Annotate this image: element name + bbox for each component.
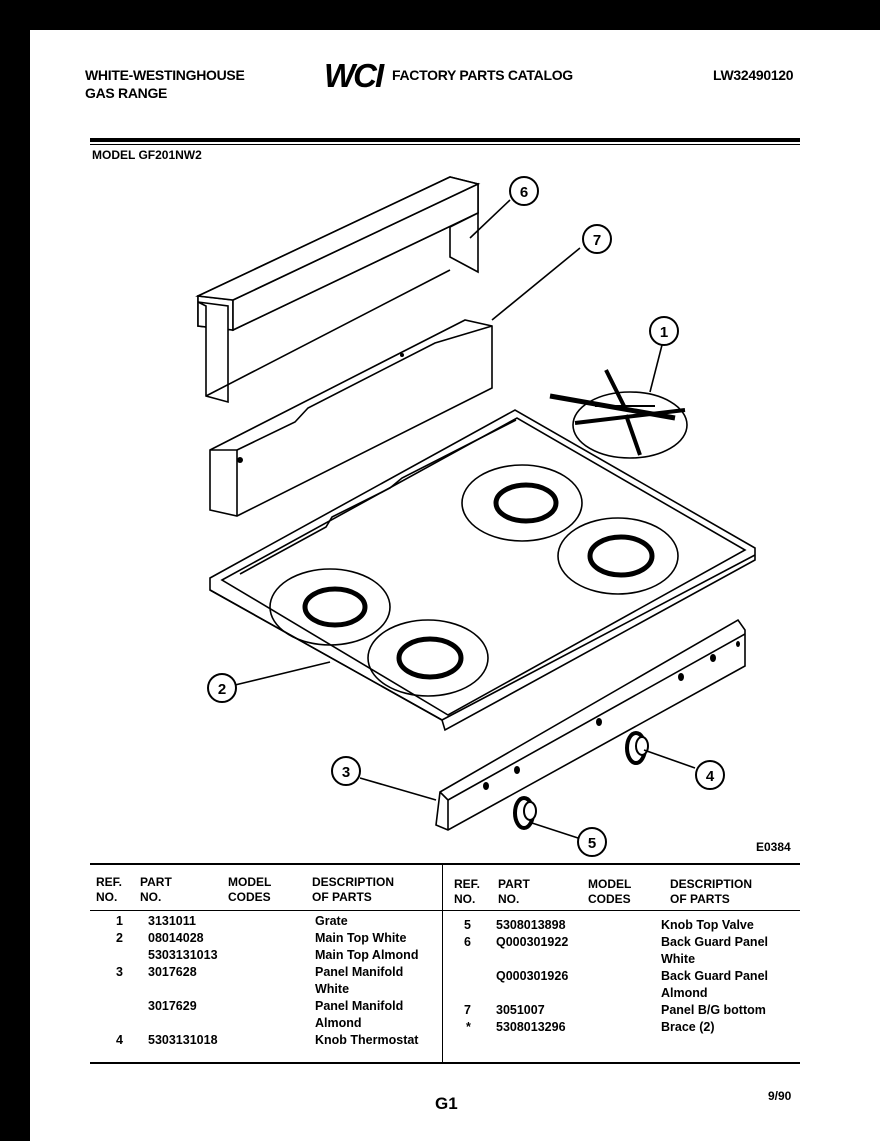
part-description: Panel Manifold	[315, 999, 404, 1013]
knob-top-valve	[513, 796, 537, 830]
page-code: G1	[435, 1094, 458, 1113]
wci-logo: WCI	[324, 58, 387, 92]
back-guard-panel	[195, 176, 481, 404]
callout-1: 1	[649, 316, 679, 346]
catalog-title: FACTORY PARTS CATALOG	[392, 67, 573, 83]
part-description: Almond	[661, 986, 708, 1000]
brand-name: WHITE-WESTINGHOUSE	[85, 67, 245, 83]
part-description: Knob Thermostat	[315, 1033, 419, 1047]
part-number: 5303131013	[148, 948, 218, 962]
exploded-parts-diagram: 1 2 3 4 5 6 7	[195, 176, 756, 857]
product-type: GAS RANGE	[85, 85, 168, 101]
callout-3: 3	[331, 756, 361, 786]
table-divider	[442, 865, 443, 1062]
svg-text:6: 6	[520, 184, 528, 201]
ref-number: 4	[116, 1033, 123, 1047]
part-description: Back Guard Panel	[661, 935, 768, 949]
part-number: Q000301922	[496, 935, 569, 949]
ref-number: 5	[464, 918, 471, 932]
part-number: 3051007	[496, 1003, 545, 1017]
table-bottom-rule	[90, 1062, 800, 1064]
callout-2: 2	[207, 673, 237, 703]
svg-text:WCI: WCI	[324, 58, 385, 92]
part-description: Panel Manifold	[315, 965, 404, 979]
model-label: MODEL GF201NW2	[92, 148, 202, 162]
callout-6: 6	[509, 176, 539, 206]
main-top	[209, 409, 756, 732]
part-number: 3017628	[148, 965, 197, 979]
catalog-number: LW32490120	[713, 67, 794, 83]
knob-thermostat	[625, 731, 649, 765]
ref-number: 7	[464, 1003, 471, 1017]
part-description: Almond	[315, 1016, 362, 1030]
svg-text:1: 1	[660, 324, 668, 341]
revision-date: 9/90	[768, 1089, 792, 1103]
header-rule	[90, 138, 800, 142]
callout-4: 4	[695, 760, 725, 790]
part-number: 5308013898	[496, 918, 566, 932]
table-header-rule	[90, 910, 800, 911]
ref-number: *	[466, 1020, 471, 1034]
part-description: Grate	[315, 914, 348, 928]
part-description: Brace (2)	[661, 1020, 715, 1034]
svg-text:5: 5	[588, 835, 596, 852]
svg-text:2: 2	[218, 681, 226, 698]
callout-7: 7	[582, 224, 612, 254]
ref-header-right: REF.NO.	[454, 877, 481, 906]
part-description: Main Top Almond	[315, 948, 419, 962]
ref-number: 3	[116, 965, 123, 979]
part-number: Q000301926	[496, 969, 569, 983]
part-description: Main Top White	[315, 931, 407, 945]
part-description: Panel B/G bottom	[661, 1003, 766, 1017]
part-number: 3017629	[148, 999, 197, 1013]
ref-header: REF.NO.	[96, 875, 123, 904]
panel-manifold	[435, 618, 746, 831]
svg-text:7: 7	[593, 232, 601, 249]
figure-code: E0384	[756, 840, 791, 854]
grate	[549, 369, 688, 459]
part-number: 5303131018	[148, 1033, 218, 1047]
callout-5: 5	[577, 827, 607, 857]
part-number: 3131011	[148, 914, 196, 928]
header-rule-thin	[90, 144, 800, 145]
svg-text:4: 4	[706, 768, 715, 785]
svg-text:3: 3	[342, 764, 350, 781]
part-description: White	[661, 952, 696, 966]
leader-lines	[234, 199, 696, 839]
part-description: Knob Top Valve	[661, 918, 754, 932]
part-number: 08014028	[148, 931, 204, 945]
table-row: 1	[116, 914, 123, 928]
part-description: White	[315, 982, 350, 996]
back-guard-bottom-panel	[209, 319, 493, 517]
table-top-rule	[90, 863, 800, 865]
ref-number: 6	[464, 935, 471, 949]
ref-number: 2	[116, 931, 123, 945]
catalog-page: WHITE-WESTINGHOUSE GAS RANGE WCI FACTORY…	[30, 30, 880, 1141]
part-number: 5308013296	[496, 1020, 566, 1034]
part-description: Back Guard Panel	[661, 969, 768, 983]
